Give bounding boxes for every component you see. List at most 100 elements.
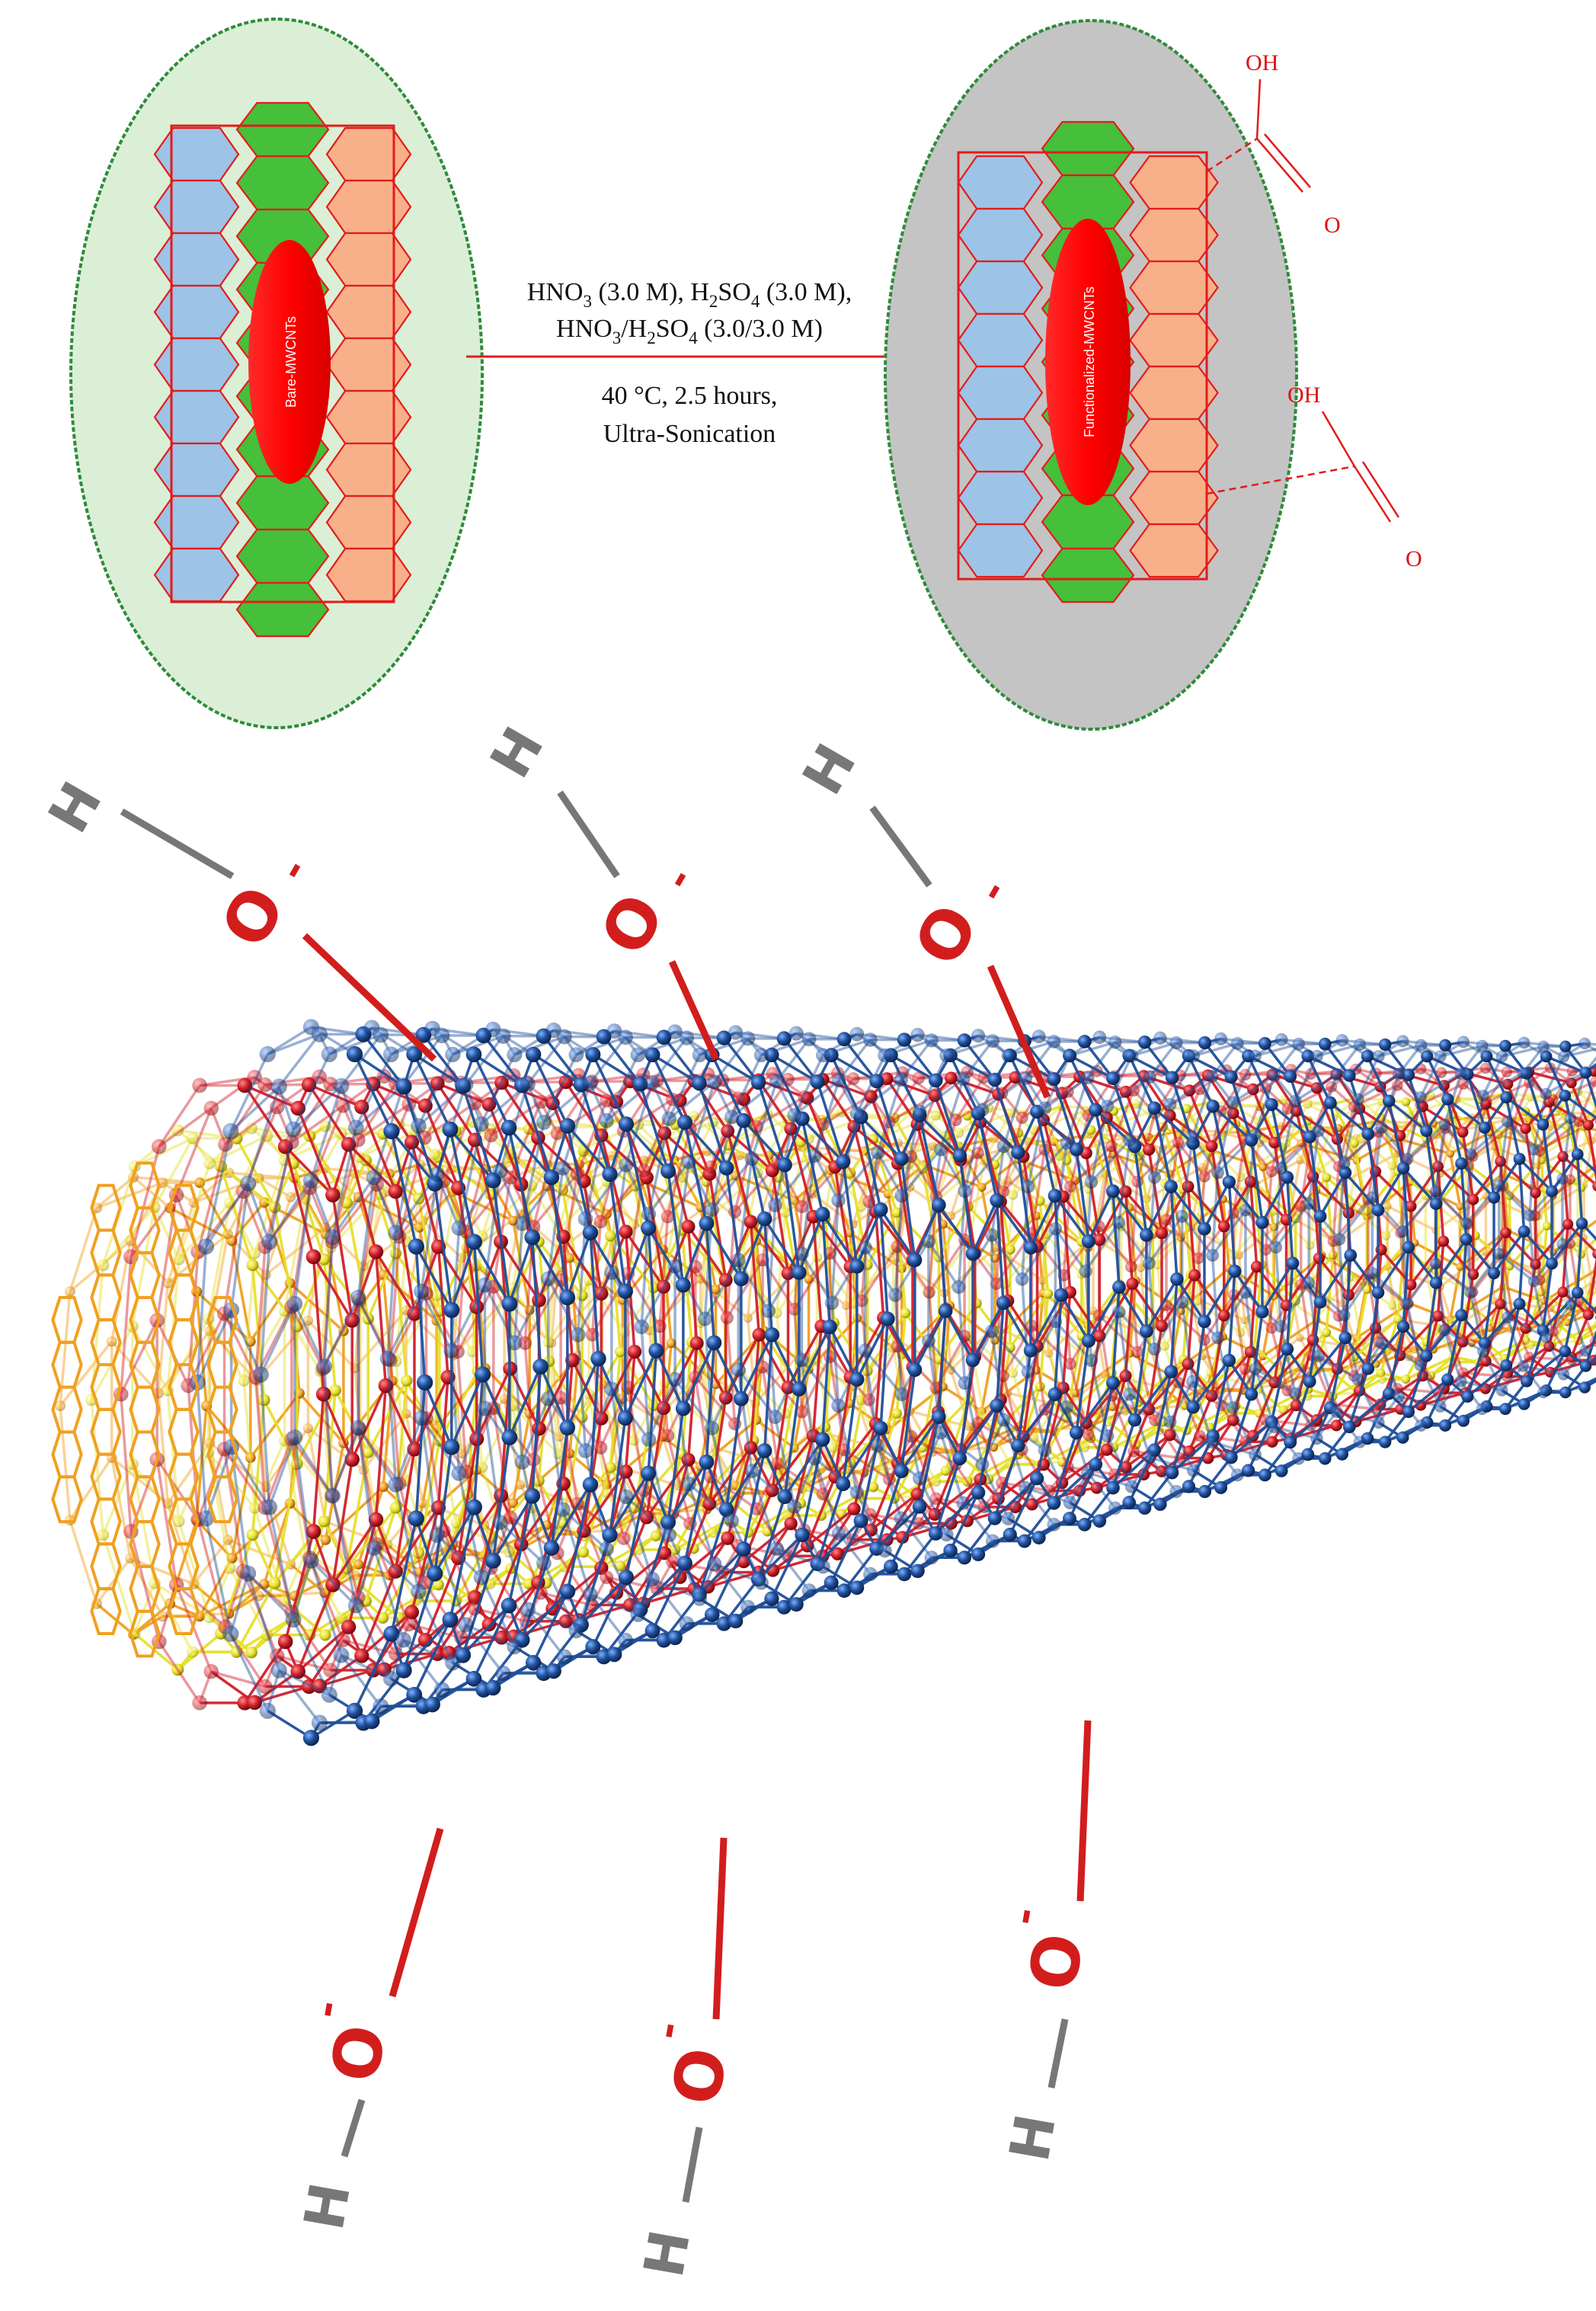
blue-hexagon xyxy=(153,547,240,603)
bond xyxy=(251,1127,310,1138)
bond xyxy=(193,1172,230,1204)
atom xyxy=(637,1164,651,1178)
atom xyxy=(194,1177,206,1189)
bond xyxy=(1366,1244,1406,1291)
atom xyxy=(353,1559,364,1570)
bond xyxy=(1182,1100,1211,1125)
bond xyxy=(895,1212,907,1314)
bond xyxy=(921,1168,941,1258)
bond xyxy=(295,1259,326,1327)
atom xyxy=(728,1205,742,1218)
bond xyxy=(157,1393,170,1504)
atom xyxy=(1063,1180,1076,1193)
atom xyxy=(565,1253,575,1263)
atom xyxy=(350,1570,360,1581)
bond xyxy=(452,1543,485,1557)
bond xyxy=(1182,1274,1192,1360)
atom xyxy=(1457,1126,1469,1138)
atom xyxy=(946,1365,955,1375)
atom xyxy=(1240,1316,1249,1324)
right-tube-schematic: Functionalized-MWCNTs OH O OH O xyxy=(884,19,1422,731)
atom xyxy=(1562,1218,1574,1230)
atom xyxy=(1182,1358,1195,1370)
bond xyxy=(895,1212,940,1259)
bond xyxy=(480,1054,516,1125)
atom xyxy=(1401,1097,1411,1106)
bond xyxy=(153,1582,210,1618)
bond xyxy=(775,1313,787,1414)
atom xyxy=(97,1528,110,1541)
reagents-line-1: HNO3 (3.0 M), H2SO4 (3.0 M), xyxy=(527,278,852,311)
atom xyxy=(990,1336,999,1345)
right-tube-wall-outline xyxy=(957,151,1208,581)
bond xyxy=(418,1469,478,1523)
atom xyxy=(665,1554,680,1569)
bond xyxy=(353,1368,366,1471)
atom xyxy=(305,1249,321,1265)
bond xyxy=(360,1428,408,1482)
atom xyxy=(1526,1340,1535,1350)
bond xyxy=(249,1392,301,1459)
atom xyxy=(325,1187,341,1203)
bond xyxy=(1038,1199,1083,1243)
bond xyxy=(192,1538,229,1586)
bond xyxy=(59,1405,72,1521)
atom xyxy=(1520,1123,1531,1135)
bond xyxy=(481,1467,511,1553)
blue-hexagon xyxy=(957,470,1044,526)
bond xyxy=(1396,1245,1406,1320)
bond xyxy=(1044,1233,1083,1276)
bond xyxy=(130,1557,194,1586)
bond xyxy=(1299,1159,1343,1184)
atom xyxy=(1198,1170,1211,1183)
bond xyxy=(820,1486,875,1517)
bond xyxy=(178,1202,232,1260)
bond xyxy=(1162,1359,1185,1423)
bond xyxy=(1543,1125,1585,1149)
bond xyxy=(994,1247,1044,1282)
bond xyxy=(632,1381,667,1442)
bond xyxy=(96,1181,163,1209)
atom xyxy=(246,1528,259,1541)
bond xyxy=(1315,1318,1335,1374)
bond xyxy=(887,1385,945,1431)
atom xyxy=(203,1100,219,1116)
atom xyxy=(1105,1140,1118,1152)
bond xyxy=(195,1519,233,1560)
bond xyxy=(257,1176,292,1199)
bond xyxy=(365,1159,420,1200)
bond xyxy=(381,1133,421,1199)
bond xyxy=(798,1267,847,1307)
atom xyxy=(450,1517,462,1529)
atom xyxy=(554,1432,565,1442)
bond xyxy=(169,1206,233,1243)
bond xyxy=(1591,1131,1596,1141)
bond xyxy=(452,1356,463,1454)
atom xyxy=(892,1253,902,1263)
bond xyxy=(362,1191,389,1267)
atom xyxy=(954,1128,964,1138)
atom xyxy=(1127,1445,1140,1458)
atom xyxy=(593,1215,608,1229)
bond xyxy=(1315,1117,1335,1173)
atom xyxy=(319,1629,331,1641)
bond xyxy=(937,1205,970,1258)
atom xyxy=(1108,1402,1118,1412)
atom xyxy=(1015,1111,1028,1124)
bond xyxy=(283,1552,307,1602)
bond xyxy=(1348,1277,1363,1343)
bond xyxy=(208,1442,229,1541)
atom xyxy=(238,1375,250,1387)
bond xyxy=(776,1256,818,1314)
bond xyxy=(195,1405,208,1521)
atom xyxy=(257,1077,273,1093)
bond xyxy=(283,1310,321,1372)
orange-hexagon xyxy=(325,389,412,445)
atom xyxy=(277,1634,293,1650)
bond xyxy=(511,1287,550,1343)
orange-hexagon xyxy=(325,179,412,235)
atom xyxy=(1582,1309,1594,1320)
bond xyxy=(309,1135,348,1204)
bond xyxy=(153,1582,194,1653)
atom xyxy=(388,1564,403,1579)
